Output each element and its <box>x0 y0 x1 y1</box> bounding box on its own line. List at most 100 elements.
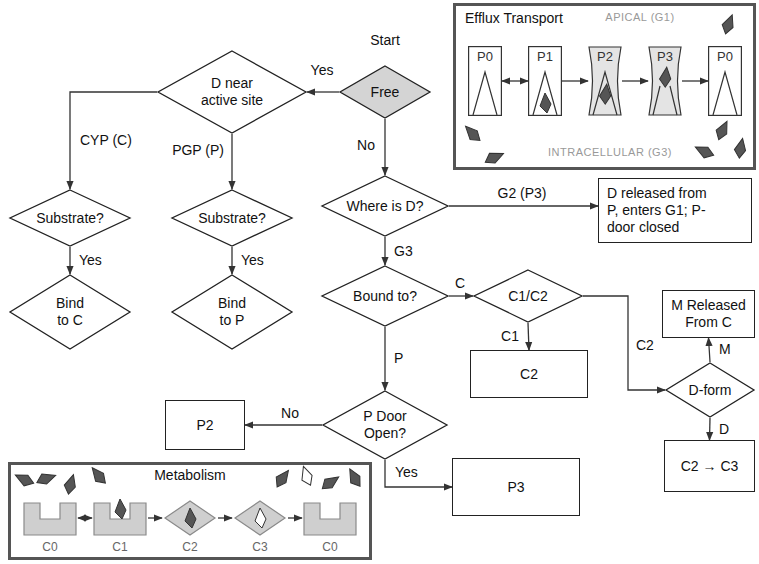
flow-arrow <box>69 247 70 274</box>
node-text: P2 <box>196 417 213 434</box>
enzyme-state-outline <box>162 500 218 536</box>
drug-molecule <box>693 142 716 162</box>
decision-diamond: C1/C2 <box>473 269 583 323</box>
edge-label: Yes <box>309 62 336 78</box>
node-text: P2 <box>597 49 613 64</box>
node-text: Where is D? <box>346 198 423 215</box>
node-text: P0 <box>477 49 493 64</box>
action-diamond: Bind to P <box>171 274 293 350</box>
action-diamond: Bind to C <box>9 274 131 350</box>
flow-arrow <box>449 205 598 206</box>
enzyme-outline <box>165 501 215 535</box>
decision-diamond: Substrate? <box>9 189 131 247</box>
state-box: P2 <box>165 400 245 450</box>
node-text: M Released From C <box>669 297 748 331</box>
enzyme-outline <box>235 501 285 535</box>
flow-arrow <box>709 418 711 440</box>
flow-arrow <box>583 296 665 390</box>
flow-arrow <box>148 517 162 518</box>
edge-label: Yes <box>77 252 104 268</box>
node-text: P3 <box>657 49 673 64</box>
drug-molecule <box>88 464 108 487</box>
edge-label: No <box>355 137 377 153</box>
transporter-state: P0 <box>468 46 502 116</box>
drug-molecule <box>255 508 266 528</box>
edge-label: C1 <box>499 328 521 344</box>
flow-arrow <box>78 517 92 518</box>
drug-molecule <box>598 83 612 105</box>
drug-molecule <box>185 508 196 528</box>
node-text: P1 <box>537 49 553 64</box>
drug-molecule <box>719 13 737 36</box>
drug-molecule <box>540 93 551 113</box>
flow-arrow <box>70 92 157 189</box>
transporter-outline <box>529 47 562 116</box>
flow-arrow <box>288 517 302 518</box>
diamond-outline <box>158 51 306 133</box>
enzyme-state: C1 <box>92 500 148 554</box>
flow-arrow <box>528 323 529 350</box>
node-text: C1 <box>112 540 127 554</box>
enzyme-state-outline <box>302 500 358 536</box>
flow-arrow <box>384 119 385 175</box>
node-text: D-form <box>689 382 732 399</box>
enzyme-state: C0 <box>22 500 78 554</box>
panel-title: Metabolism <box>154 467 226 484</box>
edge-label: Yes <box>239 252 266 268</box>
node-text: C2 → C3 <box>681 458 739 475</box>
drug-molecule <box>35 471 57 487</box>
edge-label: PGP (P) <box>170 142 226 158</box>
flow-arrow <box>218 517 232 518</box>
state-box: C2 → C3 <box>664 440 755 492</box>
decision-diamond: P Door Open? <box>322 390 448 460</box>
node-text: Substrate? <box>198 210 266 227</box>
flow-arrow <box>385 460 452 487</box>
flow-arrow <box>231 134 232 189</box>
drug-molecule <box>319 473 342 493</box>
edge-label: Yes <box>393 464 420 480</box>
drug-molecule <box>272 467 293 489</box>
flow-arrow <box>245 424 322 425</box>
transporter-outline <box>589 47 621 115</box>
diamond-outline <box>172 190 292 246</box>
drug-molecule <box>713 119 733 142</box>
decision-diamond: Where is D? <box>321 175 449 237</box>
metabolism-panel: MetabolismC0C1C2C3C0 <box>8 462 372 560</box>
node-text: C0 <box>42 540 57 554</box>
transporter-outline <box>649 47 681 115</box>
flow-arrow <box>384 327 385 390</box>
transporter-pore <box>653 86 677 115</box>
edge-label: CYP (C) <box>78 132 134 148</box>
outcome-box: M Released From C <box>662 290 755 338</box>
transporter-pore <box>533 72 557 115</box>
node-text: Bind to P <box>213 295 251 329</box>
enzyme-state: C0 <box>302 500 358 554</box>
diamond-outline <box>666 363 754 417</box>
flow-arrow <box>622 80 648 81</box>
edge-label: C <box>453 275 467 291</box>
node-text: P0 <box>717 49 733 64</box>
flow-arrow <box>562 80 588 81</box>
flow-arrow <box>384 237 385 265</box>
flow-arrow <box>231 247 232 274</box>
drug-molecule <box>658 66 672 88</box>
edge-label: G2 (P3) <box>495 185 548 201</box>
flow-arrow <box>682 80 708 81</box>
enzyme-outline <box>304 503 356 535</box>
drug-molecule <box>345 466 363 489</box>
edge-label: C2 <box>634 337 656 353</box>
diamond-outline <box>322 176 448 236</box>
decision-diamond: D-form <box>665 362 755 418</box>
enzyme-state-outline <box>22 500 78 536</box>
diamond-outline <box>322 266 448 326</box>
drug-molecule <box>62 473 79 496</box>
transporter-pore <box>593 72 617 115</box>
transporter-state: P1 <box>528 46 562 116</box>
flow-arrow <box>307 91 339 92</box>
decision-diamond: Bound to? <box>321 265 449 327</box>
enzyme-state-outline <box>92 500 148 536</box>
node-text: C2 <box>520 366 538 383</box>
region-label: INTRACELLULAR (G3) <box>546 146 674 159</box>
node-text: Bind to C <box>51 295 89 329</box>
edge-label: G3 <box>392 243 415 259</box>
